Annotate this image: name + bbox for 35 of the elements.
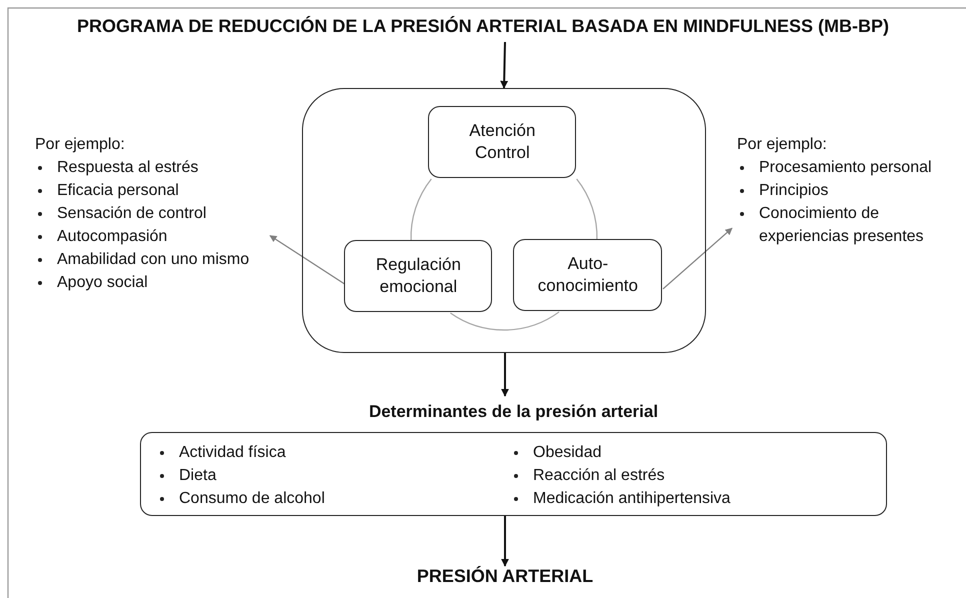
arrow: [501, 353, 509, 397]
bullet-item: Autocompasión: [35, 225, 270, 248]
bullet-item: Obesidad: [511, 441, 730, 464]
bullet-item: Reacción al estrés: [511, 464, 730, 487]
bullet-item: Sensación de control: [35, 202, 270, 225]
heading-text: PRESIÓN ARTERIAL: [416, 566, 594, 586]
box-label: Auto- conocimiento: [536, 253, 639, 298]
process-box: [344, 240, 492, 312]
box-label: Regulación emocional: [374, 254, 462, 298]
arrow: [269, 235, 346, 285]
bullet-item: Consumo de alcohol: [157, 487, 325, 510]
bullet-item: Apoyo social: [35, 271, 270, 294]
arrow: [500, 42, 508, 89]
connector-arc: [410, 178, 432, 242]
connector-arc: [576, 178, 598, 240]
process-box: [513, 239, 662, 312]
list-heading: Por ejemplo:: [35, 135, 126, 155]
box-label: Atención Control: [468, 120, 536, 164]
bullet-item: Respuesta al estrés: [35, 156, 270, 179]
bullet-item: Dieta: [157, 464, 325, 487]
process-box: [428, 106, 576, 178]
bullet-item: Procesamiento personal: [737, 156, 949, 179]
arrow: [501, 516, 509, 567]
container-box: [302, 88, 706, 353]
section-heading: Determinantes de la presión arterial: [368, 401, 660, 423]
bullet-item: Medicación antihipertensiva: [511, 487, 730, 510]
bullet-item: Actividad física: [157, 441, 325, 464]
bullet-item: Eficacia personal: [35, 179, 270, 202]
bullet-item: Amabilidad con uno mismo: [35, 248, 270, 271]
list-heading: Por ejemplo:: [737, 135, 828, 155]
heading-text: PROGRAMA DE REDUCCIÓN DE LA PRESIÓN ARTERIAL BASADA EN MINDFULNESS (MB-BP): [76, 16, 889, 36]
connector-arc: [450, 311, 560, 331]
bullet-item: Principios: [737, 179, 949, 202]
bullet-item: Conocimiento de experiencias presentes: [737, 202, 949, 248]
arrow: [662, 228, 733, 290]
